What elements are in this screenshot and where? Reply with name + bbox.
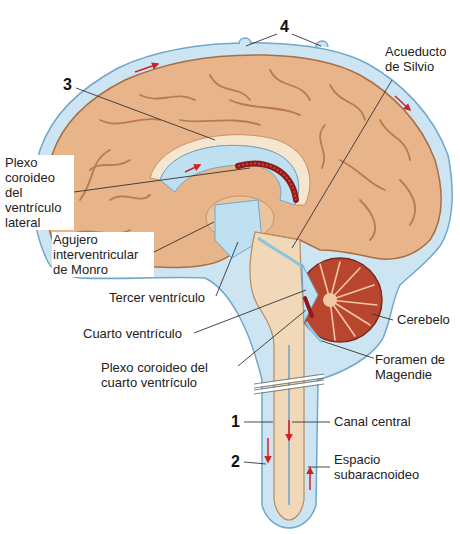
subarachnoid-space [33, 43, 452, 528]
flow-arrow [185, 165, 200, 172]
fourth-ventricle [302, 264, 318, 322]
cerebellum [298, 258, 382, 342]
gyrus-line [80, 150, 110, 200]
gyrus-line [320, 125, 325, 168]
flow-arrow [309, 468, 311, 490]
break-mark [254, 374, 324, 394]
part-label: Plexo coroideo del ventrículo lateral [4, 155, 74, 230]
gyrus-line [400, 180, 415, 225]
aqueduct [258, 238, 304, 268]
leader-line [244, 462, 266, 464]
part-label: Canal central [333, 414, 412, 429]
part-label: Acueducto de Silvio [384, 44, 456, 74]
callout-number: 2 [230, 453, 241, 470]
leader-line [194, 290, 306, 333]
arachnoid-granulation [239, 38, 251, 44]
part-label: Cuarto ventrículo [82, 326, 183, 341]
leader-line [76, 88, 215, 140]
leader-line [292, 34, 321, 46]
corpus-callosum [150, 135, 310, 205]
leader-line [372, 314, 393, 320]
fourth-choroid-plexus [305, 298, 312, 316]
gyrus-line [340, 160, 385, 190]
part-label: Tercer ventrículo [108, 290, 206, 305]
foramen-magendie [306, 322, 322, 342]
flow-arrow [395, 96, 410, 110]
callout-number: 1 [230, 413, 241, 430]
cerebellar-core [323, 293, 337, 307]
part-label: Espacio subaracnoideo [333, 452, 435, 482]
flow-arrow [288, 420, 290, 440]
gyrus-line [90, 160, 130, 170]
folium-line [330, 300, 370, 325]
callout-number: 4 [279, 18, 290, 35]
part-label: Foramen de Magendie [374, 352, 456, 382]
part-label: Plexo coroideo del cuarto ventrículo [100, 360, 234, 390]
leader-line [150, 222, 214, 254]
flow-arrow [135, 64, 158, 72]
gyrus-line [360, 200, 375, 240]
brainstem-spinal-cord [250, 232, 304, 520]
break-mark [254, 382, 324, 392]
leader-line [74, 168, 250, 192]
central-canal [288, 345, 290, 505]
choroid-plexus-detail [238, 164, 296, 200]
lateral-ventricle [160, 145, 299, 205]
part-label: Cerebelo [396, 312, 451, 327]
arbor-vitae [320, 262, 377, 340]
gyrus-line [380, 120, 410, 160]
gyrus-line [180, 120, 260, 125]
leader-line [246, 34, 277, 46]
gyrus-line [100, 119, 160, 124]
gyrus-line [110, 195, 150, 200]
leader-line [216, 242, 238, 296]
leader-line [292, 80, 392, 248]
leader-line [308, 467, 330, 468]
gyrus-line [230, 100, 300, 115]
leader-line [244, 422, 273, 423]
gyrus-line [210, 75, 250, 100]
gyrus-line [270, 70, 310, 100]
choroid-plexus [238, 164, 296, 200]
leader-line [238, 310, 306, 366]
leader-line [292, 422, 330, 423]
callout-number: 3 [62, 76, 73, 93]
part-label: Agujero interventricular de Monro [52, 232, 154, 277]
gyrus-line [330, 85, 365, 120]
gyrus-line [140, 95, 195, 100]
arachnoid-granulation [316, 41, 328, 47]
flow-arrow [267, 438, 269, 462]
